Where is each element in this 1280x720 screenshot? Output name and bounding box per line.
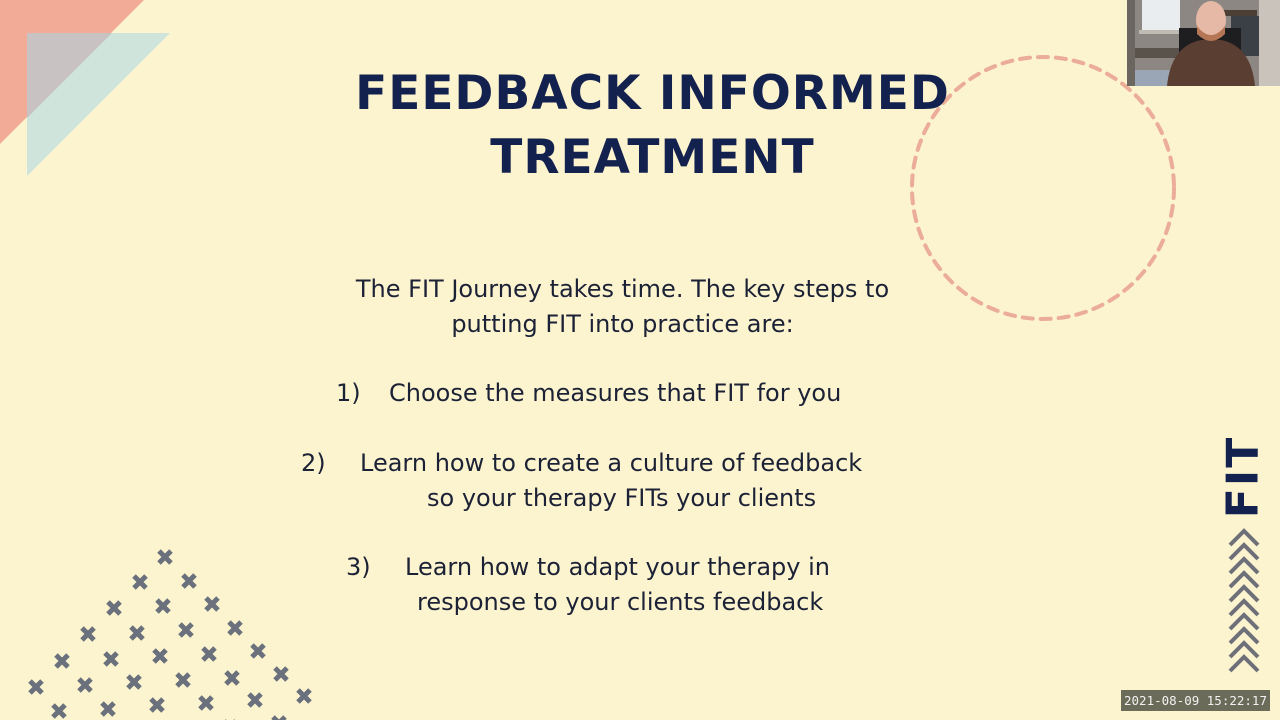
step-3: 3) Learn how to adapt your therapy in re…	[0, 550, 1280, 625]
step-1: 1) Choose the measures that FIT for you	[0, 376, 1280, 416]
presenter-webcam-video[interactable]	[1127, 0, 1280, 86]
recording-timestamp: 2021-08-09 15:22:17	[1121, 690, 1270, 711]
intro-line-1: The FIT Journey takes time. The key step…	[355, 275, 890, 303]
step-1-line-1: Choose the measures that FIT for you	[389, 379, 842, 407]
slide-title: FEEDBACK INFORMED TREATMENT	[280, 62, 1025, 190]
step-3-number: 3)	[346, 553, 371, 581]
intro-line-2: putting FIT into practice are:	[451, 310, 794, 338]
intro-paragraph: The FIT Journey takes time. The key step…	[280, 272, 965, 342]
step-2-line-1: Learn how to create a culture of feedbac…	[360, 449, 863, 477]
step-2-line-2: so your therapy FITs your clients	[427, 484, 817, 512]
slide-title-line-1: FEEDBACK INFORMED	[355, 66, 950, 121]
slide-title-line-2: TREATMENT	[490, 130, 815, 185]
step-2: 2) Learn how to create a culture of feed…	[0, 446, 1280, 521]
step-1-number: 1)	[336, 379, 361, 407]
step-3-line-2: response to your clients feedback	[417, 588, 824, 616]
step-2-number: 2)	[301, 449, 326, 477]
fit-logo-vertical: FIT	[1218, 436, 1269, 518]
webcam-scene	[1127, 0, 1280, 86]
corner-triangles-decoration	[0, 0, 170, 176]
fit-logo-text: FIT	[1217, 435, 1269, 519]
step-3-line-1: Learn how to adapt your therapy in	[405, 553, 831, 581]
